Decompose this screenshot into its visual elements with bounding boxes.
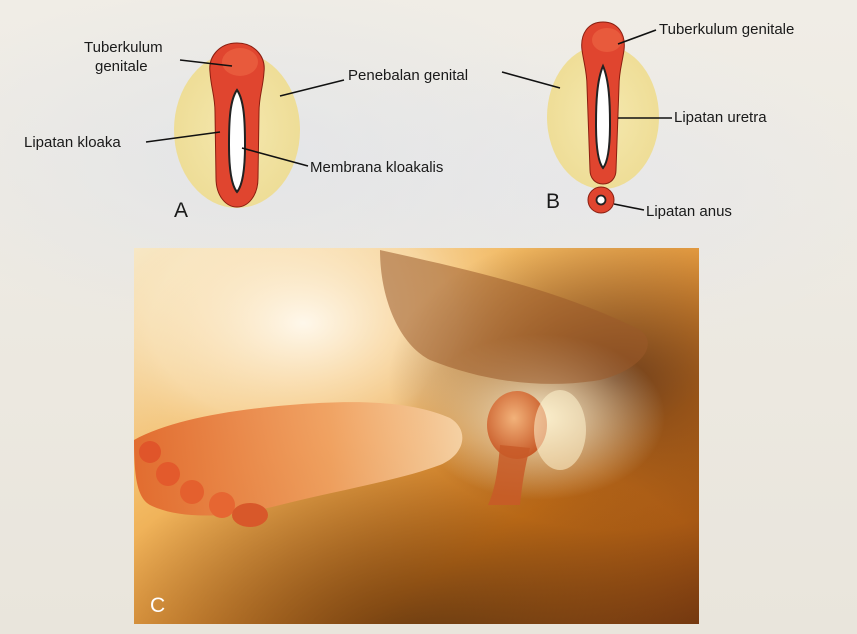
panel-b: Tuberkulum genitale Lipatan uretra Lipat…	[502, 21, 794, 220]
label-a-tuberkulum-line2: genitale	[95, 58, 148, 75]
panel-a: Tuberkulum genitale Penebalan genital Li…	[24, 39, 468, 222]
panel-b-anus	[597, 196, 606, 205]
panel-a-tubercle-highlight	[222, 48, 258, 76]
photo-bright-spot	[534, 390, 586, 470]
panel-b-letter: B	[546, 190, 560, 213]
panel-b-urethral-groove	[596, 66, 610, 168]
panel-c-photo: C	[134, 248, 699, 624]
panel-a-cloacal-membrane	[229, 90, 245, 192]
label-a-penebalan: Penebalan genital	[348, 67, 468, 84]
photo-toe-4	[209, 492, 235, 518]
leader-b-lipatan-anus	[614, 204, 644, 210]
label-b-lipatan-anus: Lipatan anus	[646, 203, 732, 220]
panel-b-tubercle-highlight	[592, 28, 622, 52]
label-a-tuberkulum-line1: Tuberkulum	[84, 39, 163, 56]
label-a-membrana: Membrana kloakalis	[310, 159, 443, 176]
photo-heel	[232, 503, 268, 527]
photo-toe-1	[139, 441, 161, 463]
label-b-tuberkulum: Tuberkulum genitale	[659, 21, 794, 38]
label-b-lipatan-uretra: Lipatan uretra	[674, 109, 767, 126]
panel-a-letter: A	[174, 199, 188, 222]
panel-c-letter: C	[150, 594, 165, 617]
label-a-lipatan-kloaka: Lipatan kloaka	[24, 134, 121, 151]
leader-b-penebalan	[502, 72, 560, 88]
photo-toe-2	[156, 462, 180, 486]
photo-toe-3	[180, 480, 204, 504]
